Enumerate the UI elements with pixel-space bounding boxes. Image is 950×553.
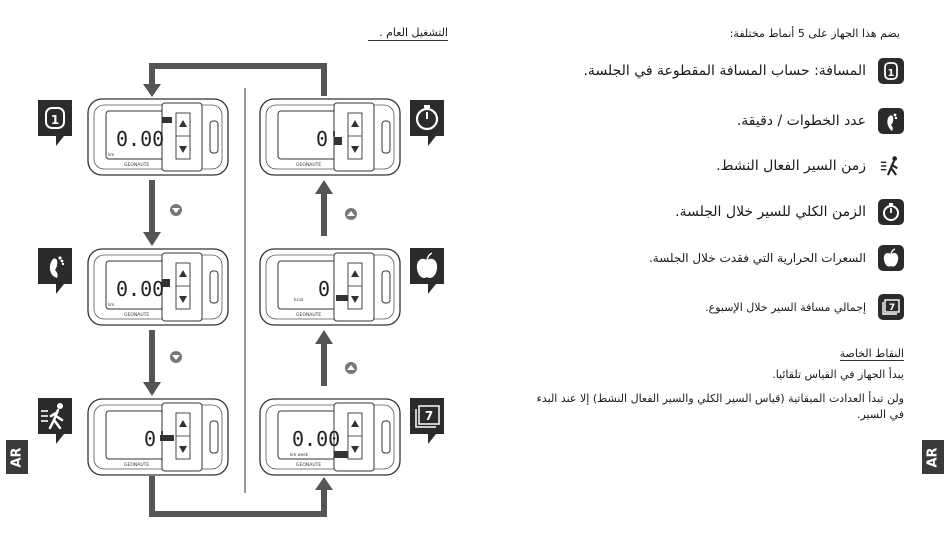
special-point-1: يبدأ الجهاز في القياس تلقائيا. [772, 368, 904, 381]
device-value: 0.00 [116, 127, 164, 151]
up-indicator-2 [345, 362, 357, 374]
mode-label-calories: السعرات الحرارية التي فقدت خلال الجلسة. [648, 251, 866, 265]
device-value: 0 [318, 277, 330, 301]
walker-icon [878, 153, 904, 179]
mode-label-week: إجمالي مسافة السير خلال الإسبوع. [705, 300, 866, 314]
distance-1-icon: 1 [878, 58, 904, 84]
mode-label-active-time: زمن السير الفعال النشط. [716, 158, 866, 174]
device-steps: 0.00 km GEONAUTE [87, 248, 229, 326]
device-brand: GEONAUTE [124, 162, 149, 168]
device-value: 0.00 [116, 277, 164, 301]
mode-row-active-time: زمن السير الفعال النشط. [716, 153, 904, 179]
stopwatch-icon [878, 199, 904, 225]
device-total-time: 0' GEONAUTE [259, 98, 401, 176]
device-active-time: 0' GEONAUTE [87, 398, 229, 476]
badge-footprint-icon [38, 248, 72, 294]
device-distance: 0.00 km GEONAUTE [87, 98, 229, 176]
up-indicator-1 [345, 208, 357, 220]
footprint-icon [878, 108, 904, 134]
overview-title: التشغيل العام . [368, 26, 448, 41]
svg-text:1: 1 [888, 68, 895, 79]
device-brand: GEONAUTE [296, 312, 321, 318]
top-connector-arrow [149, 63, 327, 96]
device-unit: kcal [294, 297, 303, 303]
device-calories: 0 kcal GEONAUTE [259, 248, 401, 326]
badge-calendar-7-icon: 7 [410, 398, 444, 444]
mode-row-calories: السعرات الحرارية التي فقدت خلال الجلسة. [649, 245, 904, 271]
svg-text:1: 1 [51, 113, 59, 127]
badge-walker-icon [38, 398, 72, 444]
side-tab-left: AR [6, 440, 28, 474]
mode-label-distance: المسافة: حساب المسافة المقطوعة في الجلسة… [583, 63, 866, 79]
mode-row-total-time: الزمن الكلي للسير خلال الجلسة. [675, 199, 904, 225]
badge-stopwatch-icon [410, 100, 444, 146]
mode-row-week: 7 إجمالي مسافة السير خلال الإسبوع. [705, 294, 904, 320]
calendar-7-icon: 7 [878, 294, 904, 320]
side-tab-right: AR [922, 440, 944, 474]
device-value: 0.00 [292, 427, 340, 451]
device-brand: GEONAUTE [296, 462, 321, 468]
device-brand: GEONAUTE [296, 162, 321, 168]
mode-row-distance: 1 المسافة: حساب المسافة المقطوعة في الجل… [583, 58, 904, 84]
device-brand: GEONAUTE [124, 462, 149, 468]
special-point-3: في السير. [856, 408, 904, 421]
device-unit: km [108, 152, 114, 157]
bottom-connector-arrow [149, 476, 327, 517]
svg-text:7: 7 [889, 303, 895, 313]
apple-icon [878, 245, 904, 271]
badge-distance-1-icon: 1 [38, 100, 72, 146]
svg-text:7: 7 [425, 409, 433, 423]
mode-row-steps: عدد الخطوات / دقيقة. [737, 108, 904, 134]
special-point-2: ولن تبدأ العدادت الميقاتية (قياس السير ا… [536, 392, 904, 405]
mode-label-total-time: الزمن الكلي للسير خلال الجلسة. [675, 204, 866, 220]
device-unit: km week [290, 452, 309, 457]
special-points-title: النقاط الخاصة [839, 347, 904, 361]
device-brand: GEONAUTE [124, 312, 149, 318]
device-unit: km [108, 302, 114, 307]
device-week: 0.00 km week GEONAUTE [259, 398, 401, 476]
intro-text: يضم هذا الجهاز على 5 أنماط مختلفة: [729, 27, 900, 40]
down-indicator-2 [170, 351, 182, 363]
down-indicator-1 [170, 204, 182, 216]
badge-apple-icon [410, 248, 444, 294]
mode-label-steps: عدد الخطوات / دقيقة. [736, 113, 866, 129]
top-connector-head [143, 84, 161, 97]
